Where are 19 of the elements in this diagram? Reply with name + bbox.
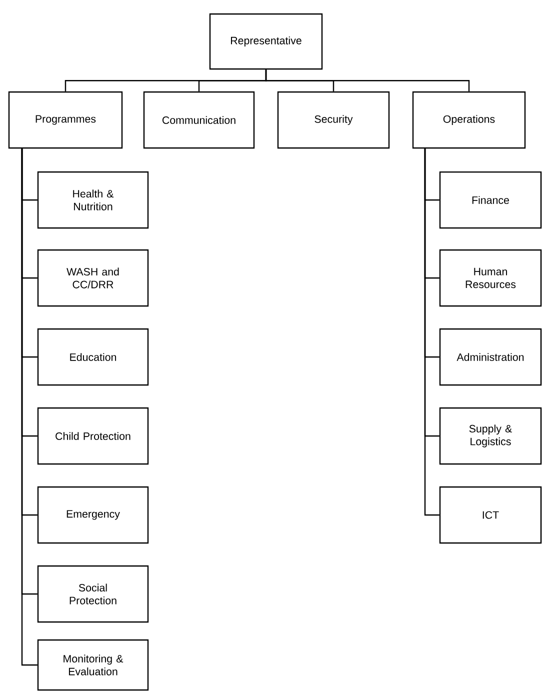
org-box: Communication: [143, 91, 255, 149]
org-box: Education: [37, 328, 149, 386]
connector-line: [424, 148, 440, 516]
connector-line: [265, 70, 470, 92]
org-box: Programmes: [8, 91, 123, 149]
org-box: Health & Nutrition: [37, 171, 149, 229]
org-box: Administration: [439, 328, 542, 386]
org-box: WASH and CC/DRR: [37, 249, 149, 307]
org-box: Social Protection: [37, 565, 149, 623]
org-box: Operations: [412, 91, 526, 149]
org-box: Finance: [439, 171, 542, 229]
org-box: Emergency: [37, 486, 149, 544]
org-box: Representative: [209, 13, 323, 70]
org-box: Human Resources: [439, 249, 542, 307]
org-box: ICT: [439, 486, 542, 544]
org-box: Security: [277, 91, 390, 149]
org-box: Monitoring & Evaluation: [37, 639, 149, 691]
org-box: Child Protection: [37, 407, 149, 465]
org-box: Supply & Logistics: [439, 407, 542, 465]
